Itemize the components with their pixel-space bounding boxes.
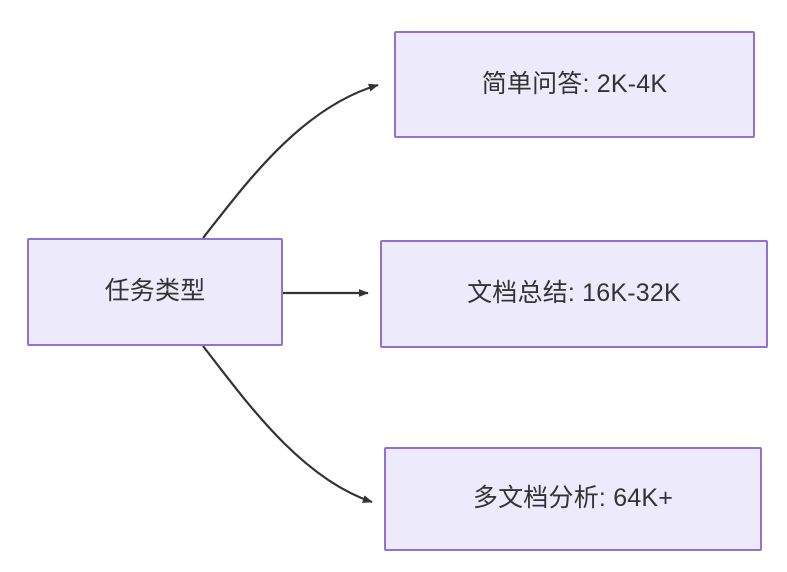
node-multi-doc-analysis[interactable]: 多文档分析: 64K+ [384,447,762,551]
node-task-type-label: 任务类型 [104,277,206,306]
edge-to-multi-doc-analysis [202,345,373,504]
node-task-type[interactable]: 任务类型 [27,238,283,346]
node-doc-summary[interactable]: 文档总结: 16K-32K [380,240,768,348]
edge-to-simple-qa [202,83,379,239]
node-simple-qa-label: 简单问答: 2K-4K [481,69,668,98]
node-doc-summary-label: 文档总结: 16K-32K [467,279,681,308]
node-simple-qa[interactable]: 简单问答: 2K-4K [394,31,755,138]
node-multi-doc-analysis-label: 多文档分析: 64K+ [472,484,674,513]
